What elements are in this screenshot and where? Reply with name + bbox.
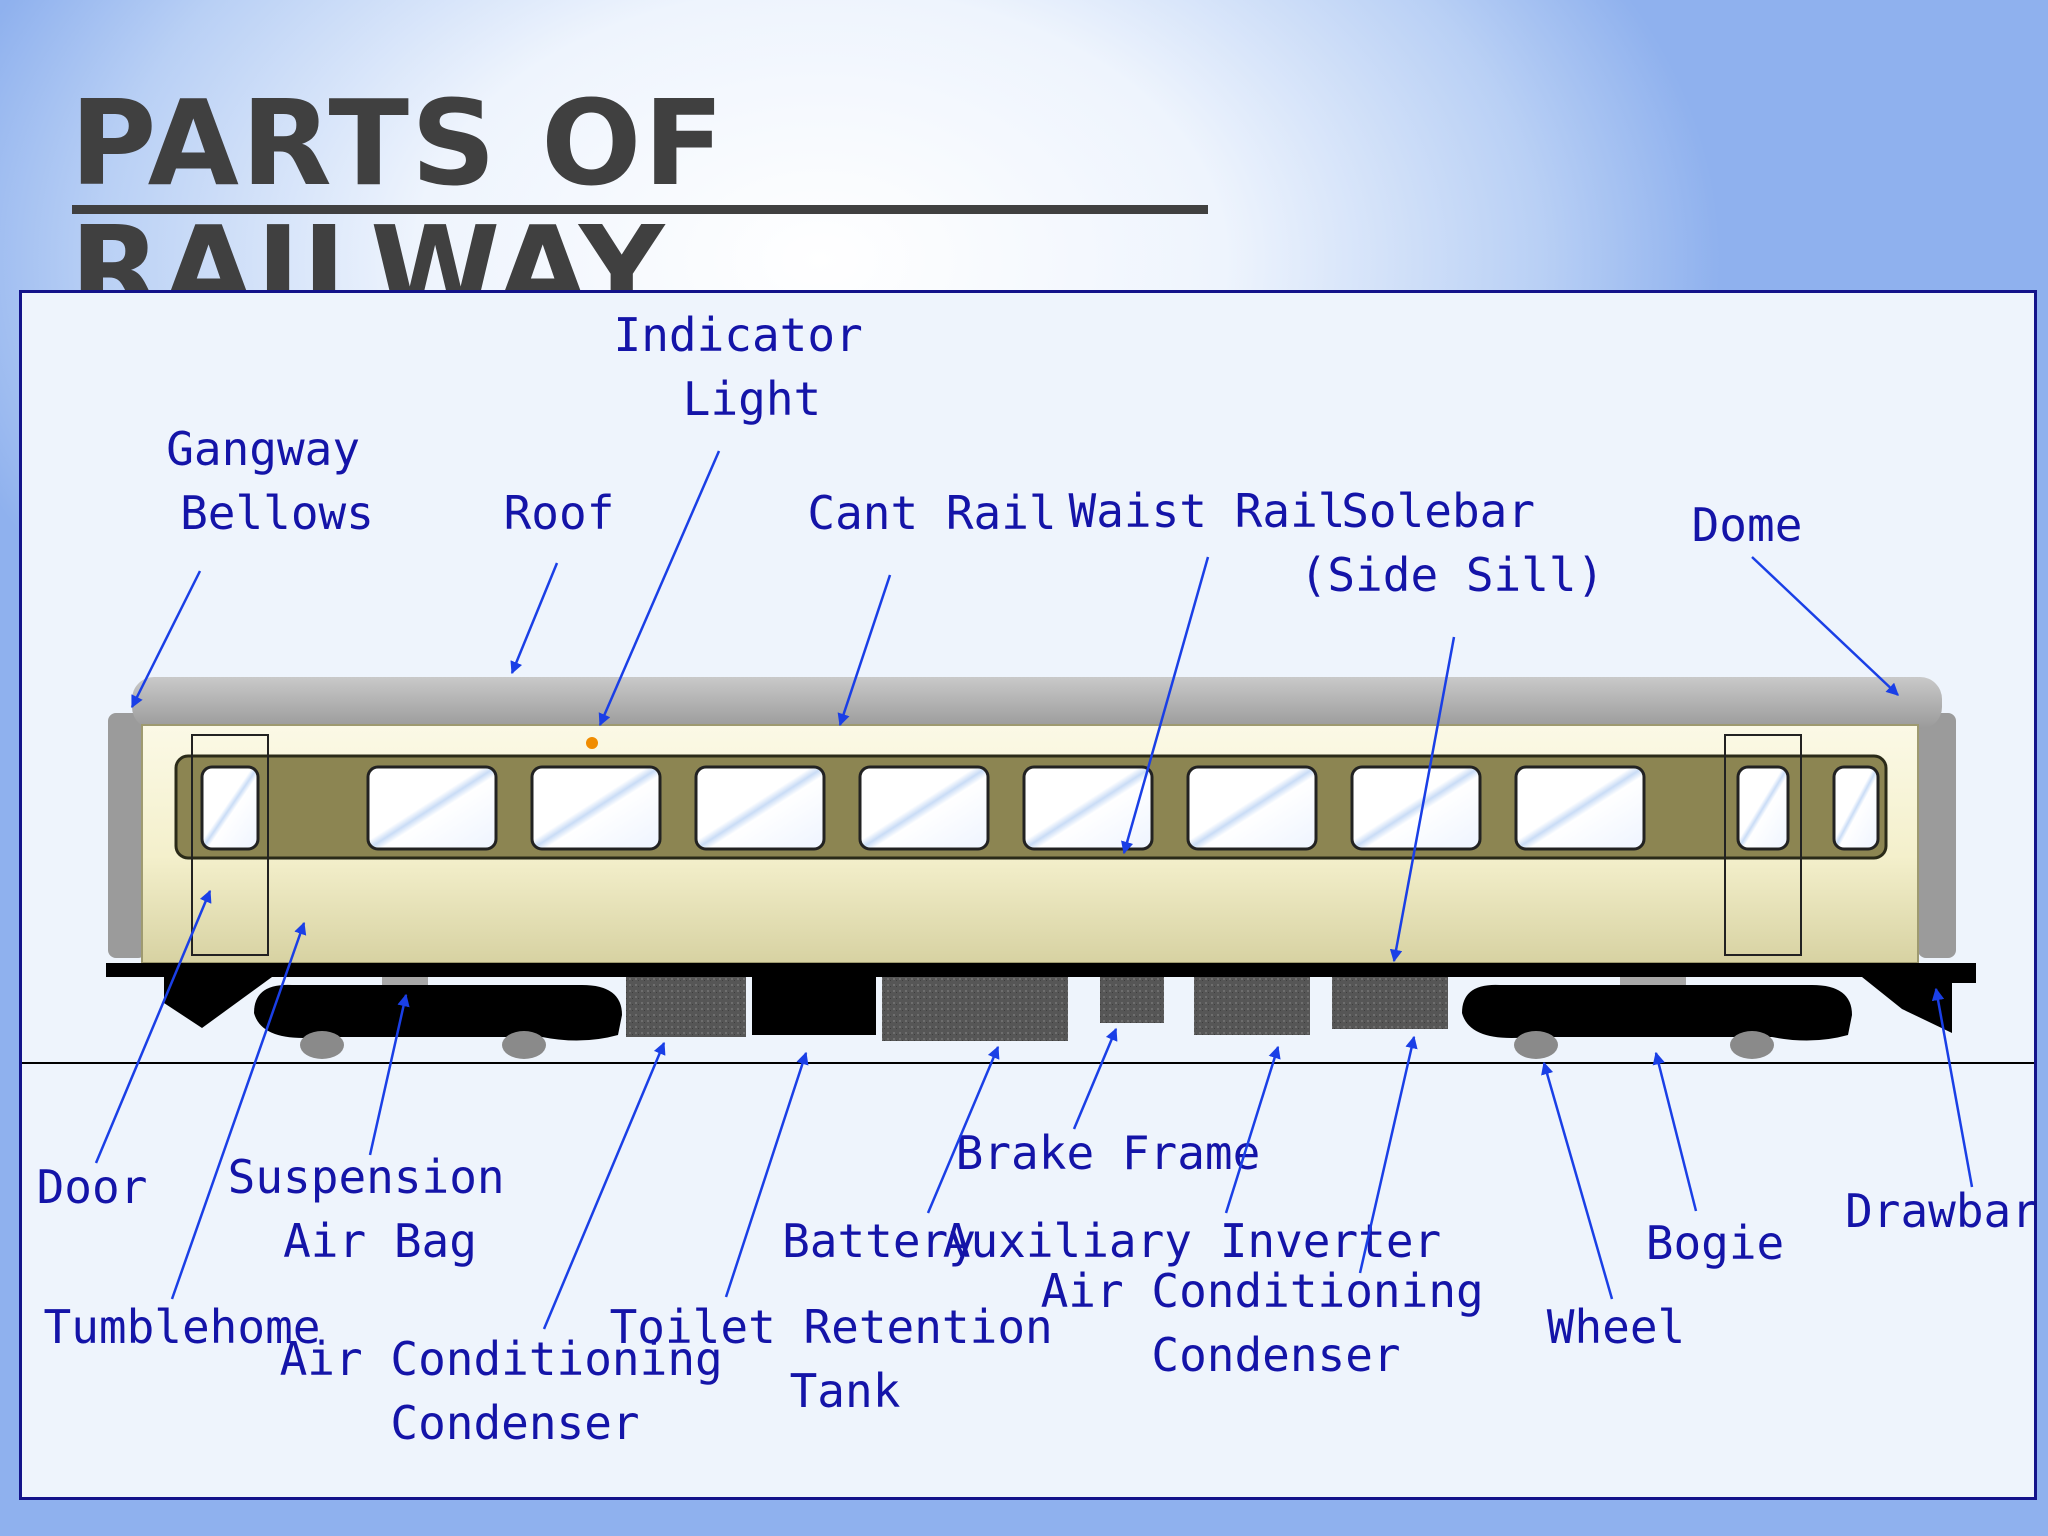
page-title: PARTS OF RAILWAY COACH: [70, 80, 727, 290]
gangway-bellows-right [1918, 713, 1956, 958]
label-solebar: Solebar (Side Sill) [1300, 484, 1605, 602]
label-ac-condenser-right: Air Conditioning Condenser [1041, 1264, 1512, 1382]
title-area: PARTS OF RAILWAY COACH: [70, 80, 1270, 290]
label-ac-condenser-left: Air Conditioning Condenser [280, 1332, 751, 1450]
label-battery: Battery [782, 1214, 976, 1268]
title-underline [72, 205, 1208, 214]
arrow-indicator-light [598, 450, 721, 727]
indicator-light [586, 737, 598, 749]
arrow-ac-condenser-right [1358, 1035, 1418, 1274]
arrow-battery [926, 1045, 1000, 1214]
windows [200, 765, 1880, 851]
door-left [191, 734, 269, 956]
bogie-left [254, 977, 622, 1059]
arrow-gangway-bellows [130, 570, 202, 709]
arrow-waist-rail [1121, 556, 1210, 855]
arrow-wheel [1541, 1061, 1614, 1300]
label-brake-frame: Brake Frame [956, 1126, 1261, 1180]
battery-box [882, 977, 1068, 1041]
underframe-left-end [164, 977, 272, 1028]
ac-condenser-right-unit [1332, 977, 1448, 1029]
auxiliary-inverter-unit [1194, 977, 1310, 1035]
label-wheel: Wheel [1547, 1300, 1685, 1354]
arrow-door [94, 889, 212, 1164]
gangway-bellows-left [108, 713, 146, 958]
arrow-auxiliary-inverter [1224, 1045, 1281, 1214]
underframe-right-end [1862, 977, 1952, 1033]
label-dome: Dome [1692, 498, 1803, 552]
ac-condenser-left-unit [626, 977, 746, 1037]
label-indicator-light: Indicator Light [614, 308, 891, 426]
coach [106, 677, 1976, 1059]
label-suspension-air-bag: Suspension Air Bag [228, 1150, 533, 1268]
arrow-tumblehome [170, 921, 307, 1300]
leader-arrows [94, 450, 1974, 1330]
label-drawbar: Drawbar [1845, 1184, 2034, 1238]
arrow-ac-condenser-left [542, 1041, 666, 1330]
toilet-retention-tank-unit [752, 977, 876, 1035]
arrow-solebar [1389, 636, 1456, 963]
coach-diagram: Indicator Light Gangway Bellows Roof Can… [19, 290, 2037, 1500]
label-auxiliary-inverter: Auxiliary Inverter [943, 1214, 1442, 1268]
arrow-roof [510, 562, 559, 675]
arrow-cant-rail [837, 574, 892, 727]
label-bogie: Bogie [1646, 1216, 1784, 1270]
label-toilet-retention-tank: Toilet Retention Tank [610, 1300, 1081, 1418]
arrow-suspension-air-bag [368, 993, 410, 1156]
arrow-toilet-retention-tank [724, 1051, 809, 1298]
arrow-bogie [1652, 1051, 1698, 1212]
arrow-brake-frame [1072, 1027, 1118, 1130]
door-right [1724, 734, 1802, 956]
solebar [106, 963, 1976, 977]
bogie-right [1462, 977, 1852, 1059]
label-waist-rail: Waist Rail [1069, 484, 1346, 538]
drawbar-stub [1952, 969, 1976, 983]
arrow-dome [1751, 556, 1899, 696]
coach-diagram-svg: Indicator Light Gangway Bellows Roof Can… [22, 308, 2034, 1450]
brake-frame-unit [1100, 977, 1164, 1023]
arrow-drawbar [1931, 987, 1974, 1188]
label-tumblehome: Tumblehome [44, 1300, 321, 1354]
label-gangway-bellows: Gangway Bellows [166, 422, 388, 540]
label-cant-rail: Cant Rail [807, 486, 1056, 540]
labels: Indicator Light Gangway Bellows Roof Can… [37, 308, 2034, 1450]
roof [132, 677, 1942, 729]
label-door: Door [37, 1160, 148, 1214]
label-roof: Roof [504, 486, 615, 540]
